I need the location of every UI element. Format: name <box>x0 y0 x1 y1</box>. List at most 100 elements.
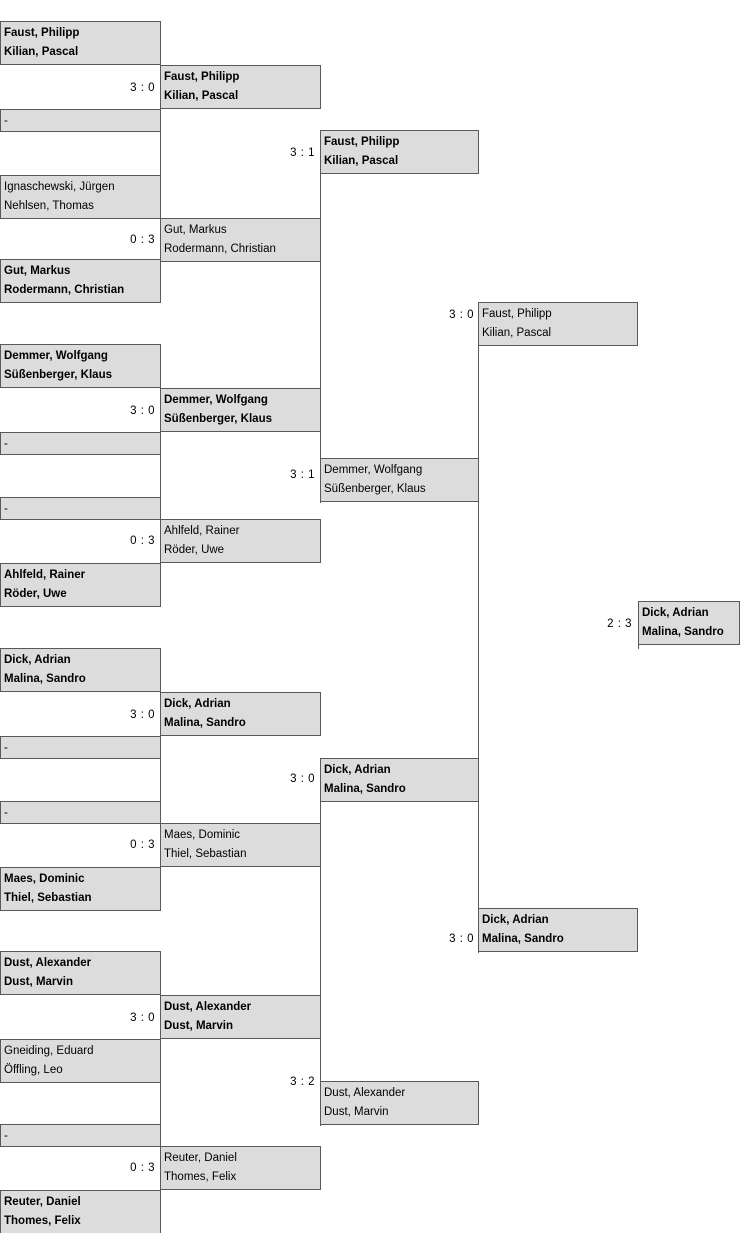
team-line-1: - <box>4 807 8 819</box>
team-line-2: Malina, Sandro <box>482 933 564 945</box>
team-line-1: Dick, Adrian <box>4 654 71 666</box>
team-line-1: - <box>4 742 8 754</box>
score-r1m6: 0 : 3 <box>130 839 155 851</box>
team-line-1: Ahlfeld, Rainer <box>4 569 86 581</box>
team-line-2: Süßenberger, Klaus <box>324 483 426 495</box>
team-line-1: Maes, Dominic <box>4 873 85 885</box>
match-slot-r1m2-team1[interactable]: Ignaschewski, Jürgen Nehlsen, Thomas <box>0 175 161 219</box>
score-r3m1: 3 : 0 <box>449 309 474 321</box>
team-line-1: Maes, Dominic <box>164 829 241 841</box>
team-line-2: Nehlsen, Thomas <box>4 200 94 212</box>
match-slot-r1m4-team2[interactable]: Ahlfeld, Rainer Röder, Uwe <box>0 563 161 607</box>
match-slot-r1m6-team1[interactable]: - <box>0 801 161 824</box>
match-slot-r1m8-team2[interactable]: Reuter, Daniel Thomes, Felix <box>0 1190 161 1233</box>
team-line-1: - <box>4 1130 8 1142</box>
team-line-1: Faust, Philipp <box>482 308 552 320</box>
connector-r2m4 <box>160 995 161 1195</box>
team-line-2: Dust, Marvin <box>164 1020 234 1032</box>
team-line-1: Demmer, Wolfgang <box>164 394 268 406</box>
connector-r4m1 <box>478 302 479 953</box>
match-slot-r2m1-team1[interactable]: Faust, Philipp Kilian, Pascal <box>160 65 321 109</box>
team-line-2: Malina, Sandro <box>642 626 724 638</box>
team-line-2: Kilian, Pascal <box>164 90 239 102</box>
team-line-1: Dick, Adrian <box>324 764 391 776</box>
match-slot-r2m3-team1[interactable]: Dick, Adrian Malina, Sandro <box>160 692 321 736</box>
match-slot-r2m4-team2[interactable]: Reuter, Daniel Thomes, Felix <box>160 1146 321 1190</box>
score-r2m4: 3 : 2 <box>290 1076 315 1088</box>
team-line-1: Dust, Alexander <box>4 957 92 969</box>
connector-r2m3 <box>160 692 161 890</box>
score-r2m1: 3 : 1 <box>290 147 315 159</box>
team-line-1: Faust, Philipp <box>4 27 80 39</box>
match-slot-r3m1-team1[interactable]: Faust, Philipp Kilian, Pascal <box>320 130 479 174</box>
team-line-1: Ignaschewski, Jürgen <box>4 181 115 193</box>
team-line-2: Thomes, Felix <box>4 1215 81 1227</box>
team-line-2: Öffling, Leo <box>4 1064 63 1076</box>
match-slot-r2m2-team1[interactable]: Demmer, Wolfgang Süßenberger, Klaus <box>160 388 321 432</box>
team-line-2: Thiel, Sebastian <box>4 892 92 904</box>
team-line-1: Dick, Adrian <box>164 698 231 710</box>
score-r1m4: 0 : 3 <box>130 535 155 547</box>
score-r1m3: 3 : 0 <box>130 405 155 417</box>
match-slot-r4m1-team2[interactable]: Dick, Adrian Malina, Sandro <box>478 908 638 952</box>
team-line-2: Thomes, Felix <box>164 1171 237 1183</box>
match-slot-r1m1-team1[interactable]: Faust, Philipp Kilian, Pascal <box>0 21 161 65</box>
team-line-1: Dick, Adrian <box>482 914 549 926</box>
match-slot-r1m6-team2[interactable]: Maes, Dominic Thiel, Sebastian <box>0 867 161 911</box>
match-slot-r4m1-team1[interactable]: Faust, Philipp Kilian, Pascal <box>478 302 638 346</box>
team-line-1: Demmer, Wolfgang <box>324 464 423 476</box>
champion-box[interactable]: Dick, Adrian Malina, Sandro <box>638 601 740 645</box>
match-slot-r2m2-team2[interactable]: Ahlfeld, Rainer Röder, Uwe <box>160 519 321 563</box>
match-slot-r1m8-team1[interactable]: - <box>0 1124 161 1147</box>
team-line-1: Dust, Alexander <box>324 1087 406 1099</box>
score-r2m2: 3 : 1 <box>290 469 315 481</box>
score-r3m2: 3 : 0 <box>449 933 474 945</box>
match-slot-r1m5-team1[interactable]: Dick, Adrian Malina, Sandro <box>0 648 161 692</box>
connector-r2m1 <box>160 65 161 262</box>
team-line-2: Süßenberger, Klaus <box>4 369 113 381</box>
match-slot-r1m3-team2[interactable]: - <box>0 432 161 455</box>
match-slot-r1m1-team2[interactable]: - <box>0 109 161 132</box>
team-line-1: Ahlfeld, Rainer <box>164 525 240 537</box>
match-slot-r1m2-team2[interactable]: Gut, Markus Rodermann, Christian <box>0 259 161 303</box>
score-r1m2: 0 : 3 <box>130 234 155 246</box>
team-line-2: Thiel, Sebastian <box>164 848 247 860</box>
team-line-2: Kilian, Pascal <box>324 155 399 167</box>
match-slot-r3m2-team1[interactable]: Dick, Adrian Malina, Sandro <box>320 758 479 802</box>
match-slot-r2m4-team1[interactable]: Dust, Alexander Dust, Marvin <box>160 995 321 1039</box>
connector-r3m2 <box>320 758 321 1126</box>
team-line-1: Gut, Markus <box>164 224 227 236</box>
team-line-1: Gut, Markus <box>4 265 71 277</box>
score-r1m8: 0 : 3 <box>130 1162 155 1174</box>
team-line-1: - <box>4 503 8 515</box>
team-line-1: - <box>4 115 8 127</box>
team-line-2: Malina, Sandro <box>164 717 246 729</box>
score-r1m1: 3 : 0 <box>130 82 155 94</box>
team-line-1: Gneiding, Eduard <box>4 1045 94 1057</box>
team-line-2: Rodermann, Christian <box>164 243 276 255</box>
team-line-1: - <box>4 438 8 450</box>
team-line-1: Dust, Alexander <box>164 1001 252 1013</box>
team-line-2: Kilian, Pascal <box>4 46 79 58</box>
score-r1m7: 3 : 0 <box>130 1012 155 1024</box>
connector-r2m2 <box>160 388 161 586</box>
match-slot-r1m7-team1[interactable]: Dust, Alexander Dust, Marvin <box>0 951 161 995</box>
match-slot-r2m1-team2[interactable]: Gut, Markus Rodermann, Christian <box>160 218 321 262</box>
match-slot-r2m3-team2[interactable]: Maes, Dominic Thiel, Sebastian <box>160 823 321 867</box>
team-line-2: Süßenberger, Klaus <box>164 413 273 425</box>
team-line-1: Dick, Adrian <box>642 607 709 619</box>
team-line-2: Rodermann, Christian <box>4 284 125 296</box>
team-line-1: Reuter, Daniel <box>4 1196 81 1208</box>
team-line-2: Röder, Uwe <box>164 544 225 556</box>
match-slot-r3m2-team2[interactable]: Dust, Alexander Dust, Marvin <box>320 1081 479 1125</box>
team-line-2: Röder, Uwe <box>4 588 67 600</box>
match-slot-r1m5-team2[interactable]: - <box>0 736 161 759</box>
match-slot-r1m7-team2[interactable]: Gneiding, Eduard Öffling, Leo <box>0 1039 161 1083</box>
match-slot-r1m3-team1[interactable]: Demmer, Wolfgang Süßenberger, Klaus <box>0 344 161 388</box>
match-slot-r1m4-team1[interactable]: - <box>0 497 161 520</box>
team-line-2: Kilian, Pascal <box>482 327 552 339</box>
match-slot-r3m1-team2[interactable]: Demmer, Wolfgang Süßenberger, Klaus <box>320 458 479 502</box>
team-line-2: Malina, Sandro <box>4 673 86 685</box>
score-r1m5: 3 : 0 <box>130 709 155 721</box>
